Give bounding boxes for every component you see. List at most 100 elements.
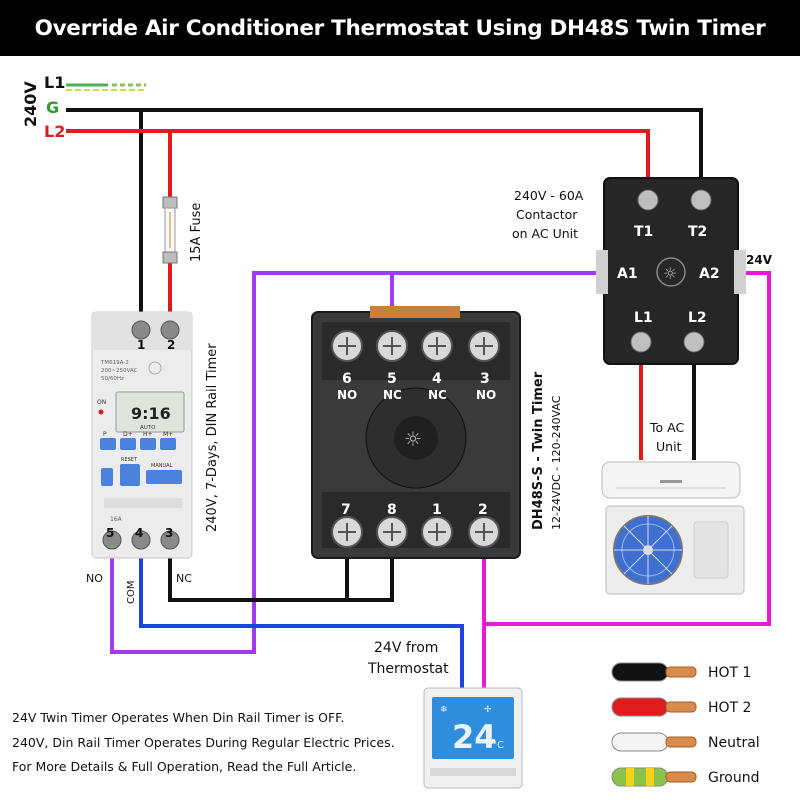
legend-cable-icon — [611, 662, 669, 682]
thermostat-label-2: Thermostat — [367, 661, 449, 677]
din-manual-label: MANUAL — [151, 463, 173, 469]
note-line-3: For More Details & Full Operation, Read … — [12, 759, 357, 774]
din-top-terminal-1: 1 — [137, 338, 145, 352]
svg-text:☼: ☼ — [663, 264, 677, 283]
twin-top-num-4: 4 — [432, 371, 442, 387]
ac-indoor-unit — [601, 461, 741, 499]
wire-purple-a1 — [110, 271, 604, 654]
legend-cable-icon — [611, 697, 669, 717]
legend-item: HOT 2 — [611, 697, 751, 717]
legend-label: HOT 2 — [708, 700, 751, 716]
contactor-a2: A2 — [699, 266, 720, 282]
din-button-label: P — [103, 431, 107, 438]
twin-top-num-5: 5 — [387, 371, 397, 387]
thermostat-unit: °C — [492, 740, 504, 751]
din-rating: 200~250VAC — [101, 368, 138, 374]
svg-text:☼: ☼ — [404, 427, 422, 451]
din-freq: 50/60Hz — [101, 376, 124, 382]
wire-l2-red — [66, 129, 650, 182]
twin-top-type-6: NO — [337, 388, 357, 402]
twin-top-screw — [468, 330, 500, 362]
contactor-label-2: Contactor — [516, 207, 578, 222]
din-button-3[interactable]: H+ — [140, 431, 156, 450]
twin-top-type-5: NC — [383, 388, 402, 402]
fuse — [162, 196, 178, 264]
note-line-1: 24V Twin Timer Operates When Din Rail Ti… — [12, 710, 345, 725]
din-button-1[interactable]: P — [100, 431, 116, 450]
twin-top-type-3: NO — [476, 388, 496, 402]
twin-timer-sublabel: 12-24VDC - 120-240VAC — [550, 395, 563, 530]
legend-label: Neutral — [708, 735, 760, 751]
supply-voltage: 240V — [21, 81, 40, 127]
title-bar: Override Air Conditioner Thermostat Usin… — [0, 0, 800, 56]
din-bottom-terminal-5: 5 — [106, 526, 114, 540]
din-bottom-terminal-4: 4 — [135, 526, 143, 540]
svg-text:✢: ✢ — [484, 705, 492, 715]
legend-cable-icon — [611, 732, 669, 752]
din-button-label: M+ — [163, 431, 173, 438]
contactor-coil-voltage: 24V — [746, 253, 773, 267]
twin-bottom-screw — [468, 516, 500, 548]
ac-label-2: Unit — [656, 439, 682, 454]
contactor-t1: T1 — [634, 224, 653, 240]
twin-bot-num-2: 2 — [478, 502, 488, 518]
din-bottom-terminal-3: 3 — [165, 526, 173, 540]
supply-l2: L2 — [44, 122, 65, 141]
twin-bottom-screw — [376, 516, 408, 548]
fuse-label: 15A Fuse — [189, 203, 204, 262]
twin-top-num-3: 3 — [480, 371, 490, 387]
legend-item: Neutral — [611, 732, 760, 752]
din-rating-small: 16A — [110, 516, 123, 523]
contactor: ☼ T1 T2 A1 A2 L1 L2 — [596, 177, 746, 365]
contactor-label-1: 240V - 60A — [514, 188, 584, 203]
note-line-2: 240V, Din Rail Timer Operates During Reg… — [12, 734, 395, 750]
twin-top-num-6: 6 — [342, 371, 352, 387]
legend-item: HOT 1 — [611, 662, 751, 682]
contactor-label-3: on AC Unit — [512, 226, 578, 241]
wire-magenta-a2 — [484, 271, 771, 626]
legend-cable-icon — [611, 767, 669, 787]
twin-top-type-4: NC — [428, 388, 447, 402]
wire-g-black — [66, 108, 703, 178]
contactor-a1: A1 — [617, 266, 638, 282]
din-display: 9:16 — [131, 404, 171, 423]
din-timer-label: 240V, 7-Days, DIN Rail Timer — [205, 343, 220, 532]
twin-timer-label: DH48S-S - Twin Timer — [531, 371, 546, 530]
wire-black-nc — [168, 556, 394, 602]
twin-bottom-screw — [331, 516, 363, 548]
twin-bot-num-1: 1 — [432, 502, 442, 518]
ac-outdoor-unit — [605, 505, 745, 595]
din-reset-label: RESET — [121, 457, 138, 463]
supply-g: G — [46, 98, 59, 117]
twin-bottom-screw — [421, 516, 453, 548]
din-nc-label: NC — [176, 572, 192, 585]
din-top-terminal-2: 2 — [167, 338, 175, 352]
legend-label: HOT 1 — [708, 665, 751, 681]
thermostat-label-1: 24V from — [374, 640, 438, 656]
page-title: Override Air Conditioner Thermostat Usin… — [34, 15, 766, 41]
svg-text:❄: ❄ — [440, 705, 448, 715]
contactor-l1: L1 — [634, 310, 653, 326]
thermostat-temp: 24 — [452, 718, 497, 756]
din-button-4[interactable]: M+ — [160, 431, 176, 450]
legend-label: Ground — [708, 770, 760, 786]
din-com-label: COM — [126, 581, 137, 604]
legend-item: Ground — [611, 767, 760, 787]
din-model: TM619A-2 — [100, 360, 129, 366]
contactor-l2: L2 — [688, 310, 707, 326]
notes: 24V Twin Timer Operates When Din Rail Ti… — [12, 706, 422, 780]
din-button-2[interactable]: D+ — [120, 431, 136, 450]
twin-top-screw — [421, 330, 453, 362]
din-button-label: H+ — [143, 431, 153, 438]
din-on-label: ON — [97, 399, 106, 406]
twin-bot-num-8: 8 — [387, 502, 397, 518]
ac-label-1: To AC — [649, 420, 684, 435]
contactor-t2: T2 — [688, 224, 707, 240]
din-rail-timer: 1 2 TM619A-2 200~250VAC 50/60Hz 9:16 AUT… — [91, 311, 193, 559]
twin-top-screw — [331, 330, 363, 362]
thermostat: 24 °C ❄ ✢ — [423, 687, 523, 789]
twin-bot-num-7: 7 — [341, 502, 351, 518]
din-no-label: NO — [86, 572, 103, 585]
